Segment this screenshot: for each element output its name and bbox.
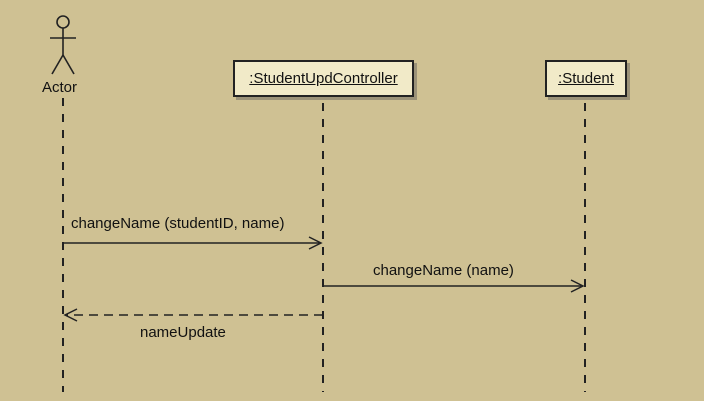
participant-student: :Student <box>545 60 627 97</box>
participant-controller: :StudentUpdController <box>233 60 414 97</box>
return-arrow-3 <box>63 308 323 322</box>
message-label-2: changeName (name) <box>373 262 514 279</box>
message-label-3: nameUpdate <box>140 324 226 341</box>
message-arrow-2 <box>323 279 585 293</box>
message-arrow-1 <box>63 236 323 250</box>
message-label-1: changeName (studentID, name) <box>71 215 285 232</box>
actor-label: Actor <box>42 79 78 96</box>
actor-stick-figure-icon <box>50 15 76 75</box>
